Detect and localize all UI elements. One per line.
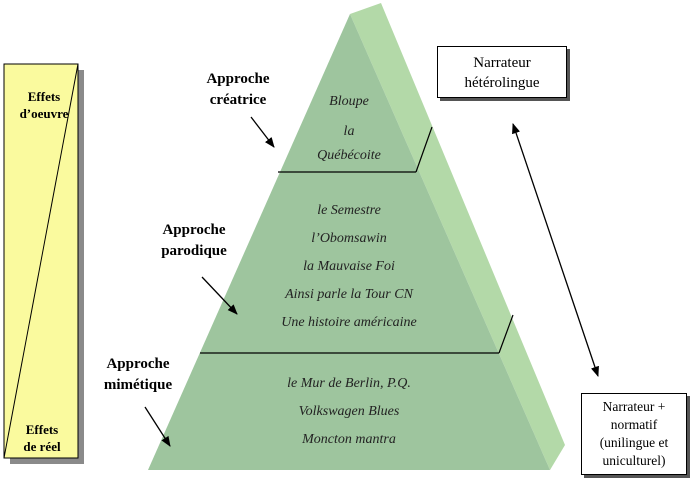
approach-parodic-line-2: parodique bbox=[161, 243, 227, 259]
scale-bottom-label: Effets de réel bbox=[10, 421, 74, 455]
scale-top-line-2: d’oeuvre bbox=[19, 106, 69, 121]
novel-tour-cn: Ainsi parle la Tour CN bbox=[285, 287, 413, 302]
novel-mauvaise-foi: la Mauvaise Foi bbox=[303, 259, 395, 274]
narrator-heterolingual-box: Narrateur hétérolingue bbox=[437, 46, 567, 98]
arrow-parodic bbox=[201, 276, 238, 315]
novel-volkswagen-blues: Volkswagen Blues bbox=[298, 404, 400, 419]
narrator-normative-box: Narrateur + normatif (unilingue et unicu… bbox=[581, 393, 687, 475]
novel-histoire-americaine: Une histoire américaine bbox=[281, 315, 417, 330]
narrator-normative-line-2: normatif bbox=[610, 417, 658, 432]
pyramid-side-face bbox=[350, 3, 565, 470]
approach-creative-line-1: Approche bbox=[206, 71, 270, 87]
approach-mimetic-label: Approche mimétique bbox=[88, 354, 188, 396]
arrow-creative bbox=[250, 116, 275, 148]
approach-creative-line-2: créatrice bbox=[209, 92, 267, 108]
novel-la: la bbox=[343, 124, 355, 139]
scale-bottom-line-2: de réel bbox=[23, 439, 61, 454]
approach-mimetic-line-2: mimétique bbox=[103, 377, 173, 393]
tier-divider-bottom-side bbox=[498, 314, 514, 354]
narrator-normative-line-3: (unilingue et bbox=[599, 435, 669, 450]
novel-bloupe: Bloupe bbox=[329, 94, 369, 109]
scale-diagonal bbox=[3, 63, 79, 459]
novel-le-semestre: le Semestre bbox=[317, 203, 381, 218]
narrator-normative-line-4: uniculturel) bbox=[602, 453, 666, 468]
approach-parodic-line-1: Approche bbox=[162, 222, 226, 238]
novel-obomsawin: l’Obomsawin bbox=[311, 231, 387, 246]
scale-top-label: Effets d’oeuvre bbox=[10, 88, 78, 122]
approach-parodic-label: Approche parodique bbox=[144, 220, 244, 262]
approach-mimetic-line-1: Approche bbox=[106, 356, 170, 372]
arrow-narrator-scale bbox=[512, 123, 599, 377]
novel-quebecoite: Québécoite bbox=[317, 148, 381, 163]
narrator-heterolingual-line-2: hétérolingue bbox=[464, 75, 540, 91]
pyramid-front-face bbox=[148, 14, 550, 470]
narrator-heterolingual-line-1: Narrateur bbox=[473, 55, 531, 71]
scale-bottom-line-1: Effets bbox=[25, 422, 59, 437]
tier-divider-top-side bbox=[415, 126, 433, 173]
approach-creative-label: Approche créatrice bbox=[188, 69, 288, 111]
novel-moncton-mantra: Moncton mantra bbox=[302, 432, 396, 447]
scale-top-line-1: Effets bbox=[27, 89, 61, 104]
novel-mur-de-berlin: le Mur de Berlin, P.Q. bbox=[287, 376, 411, 391]
narrator-normative-line-1: Narrateur + bbox=[602, 399, 666, 414]
arrow-mimetic bbox=[144, 406, 171, 447]
